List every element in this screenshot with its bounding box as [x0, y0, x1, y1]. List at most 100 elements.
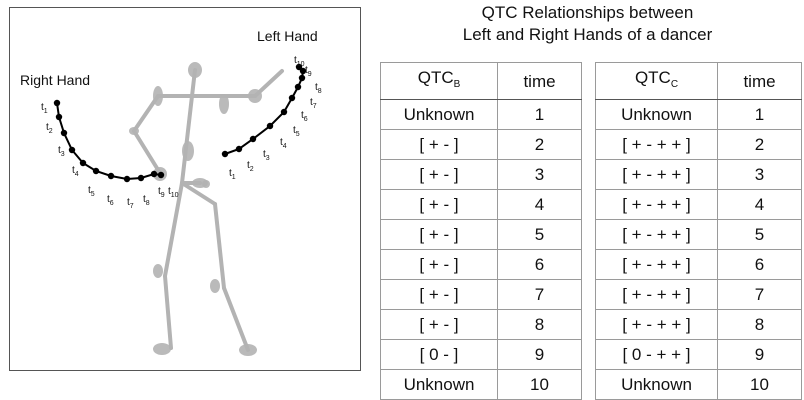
qtc-b-relation-cell: [ + - ] [380, 249, 498, 280]
qtc-b-time-cell: 10 [497, 369, 582, 400]
right-hand-point [68, 146, 76, 154]
left-hand-time-label: t6 [301, 110, 308, 123]
qtc-b-row: [ + - ]3 [380, 159, 582, 190]
right-hand-point [123, 175, 131, 183]
skeleton-joint [153, 264, 163, 278]
qtc-b-time-cell: 8 [497, 309, 582, 340]
right-hand-point [55, 113, 63, 121]
qtc-b-relation-cell: [ + - ] [380, 279, 498, 310]
qtc-b-relation-cell: Unknown [380, 369, 498, 400]
qtc-b-relation-cell: [ + - ] [380, 129, 498, 160]
skeleton-bone [222, 286, 250, 352]
qtc-b-header: QTCB [380, 62, 498, 100]
left-hand-time-label: t7 [310, 97, 317, 110]
right-hand-point [92, 167, 100, 175]
skeleton-joint [153, 343, 171, 355]
right-hand-time-label: t5 [88, 185, 95, 198]
qtc-c-row: [ + - + + ]7 [595, 279, 802, 310]
skeleton-bone [163, 181, 184, 278]
qtc-c-time-cell: 5 [717, 219, 802, 250]
qtc-b-row: [ + - ]4 [380, 189, 582, 220]
qtc-b-row: [ + - ]2 [380, 129, 582, 160]
skeleton-joint [248, 89, 262, 103]
figure-title: QTC Relationships between Left and Right… [380, 2, 795, 46]
right-hand-time-label: t4 [72, 165, 79, 178]
skeleton-joint [153, 86, 163, 106]
qtc-c-relation-cell: [ + - + + ] [595, 309, 718, 340]
skeleton-bone [132, 129, 162, 175]
qtc-c-time-cell: 7 [717, 279, 802, 310]
qtc-b-time-cell: 1 [497, 99, 582, 130]
dancer-skeleton [129, 62, 284, 356]
qtc-b-time-cell: 2 [497, 129, 582, 160]
title-line-2: Left and Right Hands of a dancer [462, 25, 713, 44]
left-hand-time-label: t4 [280, 137, 287, 150]
qtc-c-header: QTCC [595, 62, 718, 100]
qtc-b-time-header: time [497, 62, 582, 100]
right-hand-time-label: t3 [58, 145, 65, 158]
left-hand-time-label: t8 [315, 82, 322, 95]
right-hand-time-label: t9 [158, 186, 165, 199]
right-hand-point [53, 99, 61, 107]
left-hand-time-label: t1 [229, 168, 236, 181]
skeleton-bone [180, 68, 197, 185]
left-hand-point [295, 63, 303, 71]
qtc-b-relation-cell: [ + - ] [380, 309, 498, 340]
qtc-c-time-cell: 8 [717, 309, 802, 340]
qtc-b-relation-cell: [ + - ] [380, 159, 498, 190]
skeleton-joint [129, 127, 139, 135]
qtc-b-relation-cell: [ + - ] [380, 189, 498, 220]
left-hand-time-label: t3 [263, 149, 270, 162]
qtc-b-row: [ + - ]5 [380, 219, 582, 250]
skeleton-joint [219, 94, 229, 114]
left-hand-point [280, 108, 288, 116]
right-hand-time-label: t6 [107, 194, 114, 207]
qtc-c-relation-cell: Unknown [595, 99, 718, 130]
left-hand-point [266, 122, 274, 130]
skeleton-bone [180, 181, 217, 206]
right-hand-label: Right Hand [20, 72, 90, 88]
left-hand-point [298, 74, 306, 82]
qtc-b-header-subscript: B [453, 79, 461, 90]
qtc-c-relation-cell: Unknown [595, 369, 718, 400]
skeleton-bone [213, 202, 226, 290]
skeleton-joint [239, 344, 257, 356]
qtc-c-row: [ + - + + ]3 [595, 159, 802, 190]
right-hand-point [60, 129, 68, 137]
skeleton-joint [202, 180, 210, 188]
qtc-b-relation-cell: [ 0 - ] [380, 339, 498, 370]
qtc-c-row: [ + - + + ]8 [595, 309, 802, 340]
qtc-c-header-label: QTC [634, 68, 671, 87]
right-hand-point [79, 159, 87, 167]
title-line-1: QTC Relationships between [481, 3, 694, 22]
left-hand-point [221, 150, 229, 158]
skeleton-joint [188, 62, 202, 78]
left-hand-time-label: t9 [305, 65, 312, 78]
qtc-c-time-cell: 2 [717, 129, 802, 160]
qtc-c-relation-cell: [ + - + + ] [595, 219, 718, 250]
qtc-b-time-cell: 9 [497, 339, 582, 370]
qtc-c-row: [ + - + + ]4 [595, 189, 802, 220]
qtc-b-header-row: QTCB time [380, 62, 582, 100]
left-hand-point [294, 83, 302, 91]
qtc-c-time-cell: 4 [717, 189, 802, 220]
qtc-c-time-cell: 3 [717, 159, 802, 190]
qtc-c-relation-cell: [ + - + + ] [595, 159, 718, 190]
qtc-c-row: [ 0 - + + ]9 [595, 339, 802, 370]
qtc-b-time-cell: 4 [497, 189, 582, 220]
qtc-b-time-cell: 7 [497, 279, 582, 310]
qtc-c-relation-cell: [ + - + + ] [595, 249, 718, 280]
qtc-c-relation-cell: [ 0 - + + ] [595, 339, 718, 370]
skeleton-joint [210, 279, 220, 293]
qtc-b-row: [ + - ]8 [380, 309, 582, 340]
left-hand-point [288, 94, 296, 102]
left-hand-time-label: t10 [294, 55, 305, 68]
qtc-b-time-cell: 3 [497, 159, 582, 190]
